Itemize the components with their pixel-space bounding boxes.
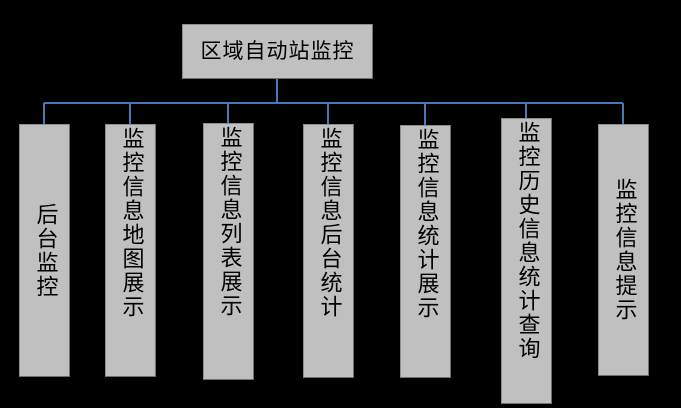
leaf-node-1[interactable]: 后台监控 bbox=[19, 124, 70, 377]
leaf-node-2[interactable]: 监控信息地图展示 bbox=[105, 124, 156, 377]
leaf-node-3[interactable]: 监控信息列表展示 bbox=[203, 123, 254, 380]
leaf-node-6[interactable]: 监控历史信息统计查询 bbox=[501, 118, 552, 404]
leaf-node-3-label: 监控信息列表展示 bbox=[216, 126, 242, 318]
root-node-region-auto-station-monitoring[interactable]: 区域自动站监控 bbox=[182, 24, 373, 79]
root-node-label: 区域自动站监控 bbox=[200, 38, 355, 63]
leaf-node-5[interactable]: 监控信息统计展示 bbox=[400, 125, 451, 378]
leaf-node-6-label: 监控历史信息统计查询 bbox=[514, 121, 540, 361]
leaf-node-2-label: 监控信息地图展示 bbox=[118, 127, 144, 319]
leaf-node-7-label: 监控信息提示 bbox=[611, 178, 637, 322]
leaf-node-7[interactable]: 监控信息提示 bbox=[598, 124, 649, 376]
leaf-node-1-label: 后台监控 bbox=[32, 202, 58, 299]
leaf-node-4-label: 监控信息后台统计 bbox=[316, 127, 342, 319]
leaf-node-4[interactable]: 监控信息后台统计 bbox=[303, 124, 354, 378]
leaf-node-5-label: 监控信息统计展示 bbox=[413, 128, 439, 320]
